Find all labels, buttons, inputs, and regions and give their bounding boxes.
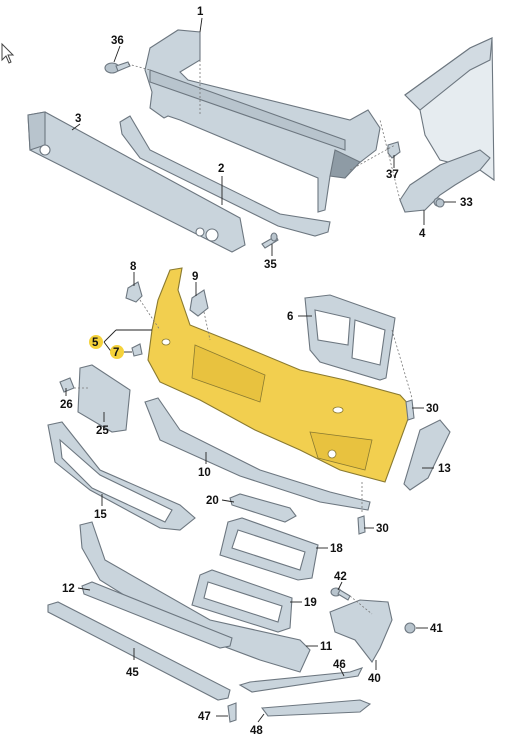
impact-beam — [144, 29, 381, 213]
label-1: 1 — [197, 6, 204, 18]
energy-absorber — [27, 111, 246, 253]
wheel-arch-trim — [403, 419, 451, 491]
trim-strip-20 — [229, 493, 297, 523]
fog-lamp-bezel-19 — [191, 569, 293, 633]
lower-trim-10 — [144, 397, 371, 511]
label-42: 42 — [334, 571, 347, 583]
fender — [404, 37, 495, 182]
license-plate-bracket — [77, 364, 131, 433]
label-46: 46 — [333, 659, 346, 671]
label-45: 45 — [126, 667, 139, 679]
label-5: 5 — [92, 337, 99, 349]
highlight-5 — [89, 335, 103, 349]
label-47: 47 — [198, 711, 211, 723]
bumper-cover — [147, 267, 413, 483]
label-37: 37 — [386, 169, 399, 181]
label-18: 18 — [330, 543, 343, 555]
label-26: 26 — [60, 399, 73, 411]
lower-grille — [47, 421, 196, 531]
label-40: 40 — [368, 673, 381, 685]
assembly-lines — [74, 60, 413, 615]
screw-30-lower — [357, 515, 366, 535]
screw-36 — [104, 61, 131, 74]
label-15: 15 — [94, 509, 107, 521]
screw-35 — [261, 232, 279, 249]
mouse-pointer-icon — [1, 42, 15, 64]
label-10: 10 — [198, 467, 211, 479]
trim-48 — [260, 699, 372, 717]
label-7: 7 — [113, 347, 119, 359]
label-36: 36 — [111, 35, 124, 47]
leader-lines — [65, 17, 456, 723]
spoiler-strip-12 — [81, 581, 233, 649]
bracket-40 — [329, 599, 393, 663]
screw-30-upper — [405, 399, 415, 421]
label-2: 2 — [218, 163, 224, 175]
label-35: 35 — [264, 259, 277, 271]
screw-47 — [227, 702, 237, 723]
label-30-upper: 30 — [426, 403, 439, 415]
trim-46 — [238, 667, 364, 693]
nut-41 — [404, 622, 416, 634]
label-12: 12 — [62, 583, 75, 595]
nut-33 — [435, 198, 445, 208]
clip-9 — [189, 289, 209, 317]
fog-lamp-bezel-18 — [219, 517, 319, 581]
label-20: 20 — [206, 495, 219, 507]
label-11: 11 — [320, 641, 333, 653]
label-9: 9 — [192, 271, 198, 283]
cross-member-2 — [119, 115, 331, 237]
part-labels: 1 36 3 2 37 4 33 35 8 9 6 5 7 30 26 25 1… — [60, 6, 473, 737]
label-6: 6 — [287, 311, 293, 323]
label-48: 48 — [250, 725, 263, 737]
label-4: 4 — [419, 228, 426, 240]
label-41: 41 — [430, 623, 443, 635]
clip-26 — [59, 377, 75, 393]
label-8: 8 — [130, 261, 137, 273]
label-3: 3 — [75, 113, 81, 125]
highlight-7 — [110, 345, 124, 359]
label-25: 25 — [96, 425, 109, 437]
mounting-bracket-6 — [304, 294, 396, 381]
label-13: 13 — [438, 463, 451, 475]
label-19: 19 — [304, 597, 317, 609]
bracket-7 — [131, 343, 143, 357]
trim-strip-45 — [47, 601, 231, 701]
label-30-lower: 30 — [376, 523, 389, 535]
clip-8 — [125, 281, 143, 303]
spoiler-11 — [79, 521, 311, 673]
label-33: 33 — [460, 197, 473, 209]
screw-42 — [330, 587, 351, 601]
